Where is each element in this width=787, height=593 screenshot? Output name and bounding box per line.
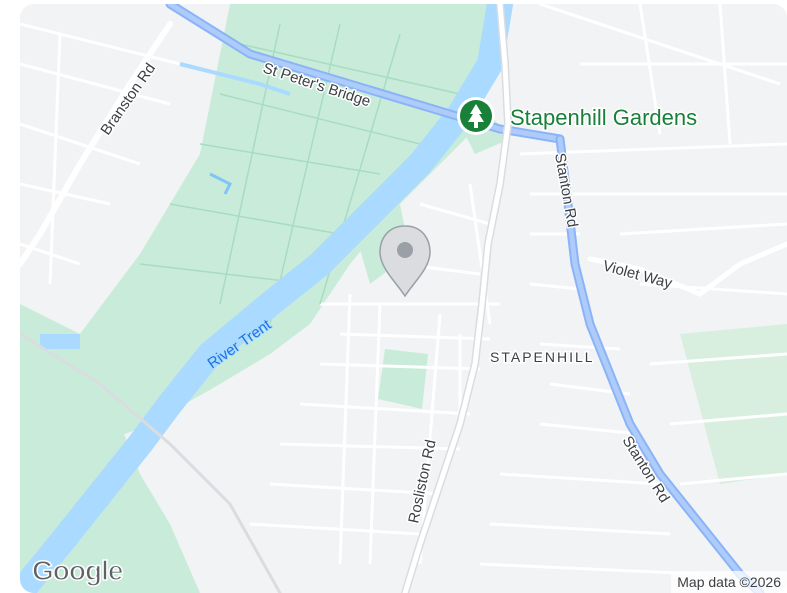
district-label-stapenhill: STAPENHILL [490, 349, 595, 365]
map-attribution[interactable]: Map data ©2026 [671, 571, 787, 593]
location-pin[interactable] [379, 225, 431, 298]
map-canvas[interactable]: Branston Rd St Peter's Bridge Stanton Rd… [20, 4, 787, 593]
stanton-road-inner [557, 136, 763, 593]
poi-marker-stapenhill-gardens[interactable] [457, 97, 495, 135]
minor-streets [20, 4, 787, 576]
location-pin-dot [397, 242, 413, 258]
branston-road [20, 21, 173, 267]
major-roads [20, 4, 787, 593]
railway [20, 332, 282, 593]
google-logo: Google [31, 554, 124, 587]
violet-way [587, 241, 787, 297]
park-paths [139, 23, 461, 325]
pond [40, 334, 80, 349]
water-marker [209, 172, 233, 195]
poi-label-stapenhill-gardens[interactable]: Stapenhill Gardens [509, 104, 699, 132]
stream [179, 62, 291, 96]
rosliston-road [402, 4, 511, 593]
tree-icon [468, 104, 484, 128]
park-area-east [680, 324, 787, 484]
park-area-north [60, 4, 490, 444]
map-view[interactable]: Branston Rd St Peter's Bridge Stanton Rd… [20, 4, 787, 593]
park-area-stapenhill [378, 349, 428, 409]
location-pin-icon [379, 225, 431, 298]
